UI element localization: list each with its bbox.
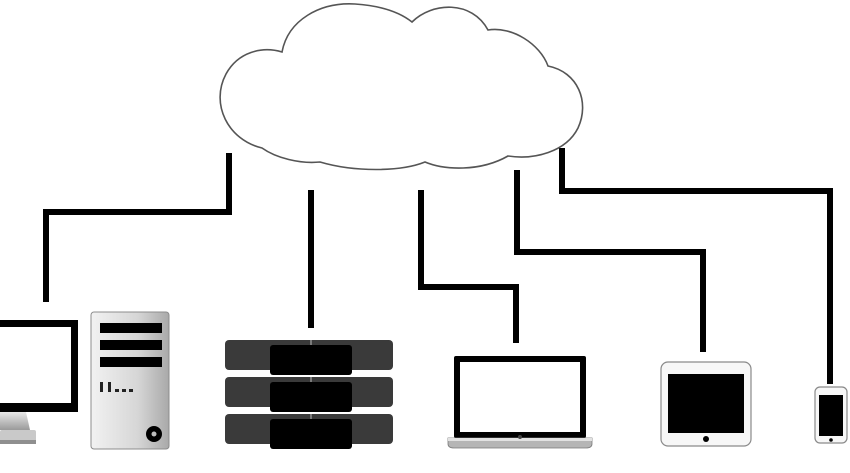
laptop-icon [447,356,593,449]
tower-pc-icon [90,311,170,450]
tablet-icon [660,361,752,447]
monitor-icon [0,320,78,444]
connection-cloud-to-laptop [418,190,519,343]
connection-cloud-to-smartphone [559,148,833,384]
smartphone-icon [814,386,848,444]
connection-cloud-to-desktop-monitor [43,153,232,302]
server-rack-icon [225,340,393,449]
connection-lines [43,148,833,384]
cloud-icon [219,3,584,171]
connection-cloud-to-tablet [514,170,706,352]
